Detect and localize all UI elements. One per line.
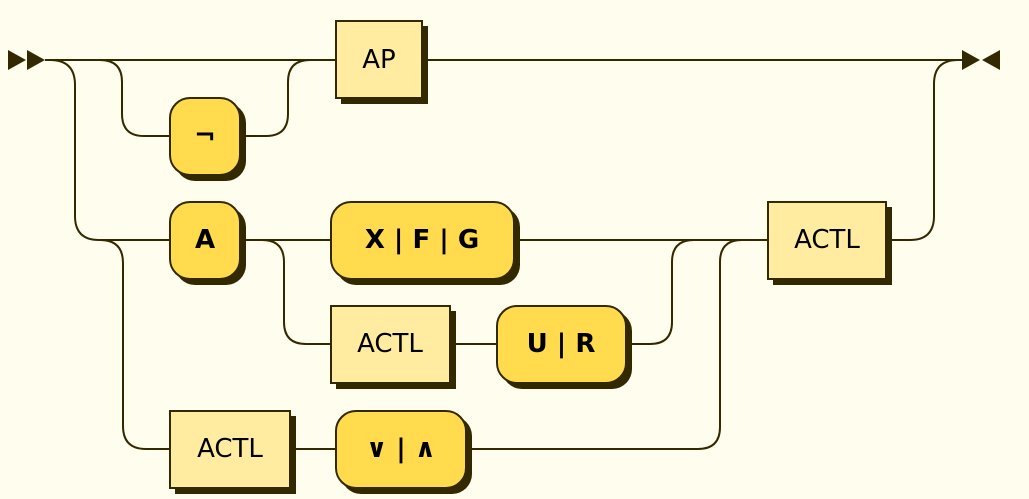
track-not-branch-out [240, 59, 336, 137]
track-orand-to-actl [466, 239, 743, 450]
track-actl-to-end [886, 59, 962, 241]
node-ap: AP [335, 20, 428, 104]
node-orand-label: ∨ | ∧ [366, 434, 436, 464]
node-ap-label: AP [362, 45, 395, 75]
node-xfg-label: X | F | G [365, 225, 479, 255]
node-a: A [169, 201, 246, 285]
node-actl-final: ACTL [767, 201, 892, 285]
node-not: ¬ [169, 97, 246, 181]
node-ur: U | R [496, 305, 632, 389]
track-branch-to-a [49, 59, 170, 241]
node-actl-binop: ACTL [169, 410, 296, 494]
node-ur-label: U | R [527, 329, 596, 359]
node-actl-ur-label: ACTL [357, 329, 423, 359]
track-a-to-actl-ur [240, 239, 331, 345]
node-actl-ur: ACTL [330, 305, 456, 389]
node-not-label: ¬ [194, 121, 216, 151]
end-marker [962, 50, 1000, 70]
node-actl-final-label: ACTL [794, 225, 860, 255]
start-marker [8, 50, 45, 70]
tracks [45, 59, 962, 450]
node-xfg: X | F | G [330, 201, 520, 285]
track-branch-to-binop [99, 239, 170, 450]
node-actl-binop-label: ACTL [197, 434, 263, 464]
node-orand: ∨ | ∧ [335, 410, 472, 494]
track-ur-to-actl [626, 239, 695, 345]
node-a-label: A [195, 225, 215, 255]
track-not-branch-in [99, 59, 170, 137]
